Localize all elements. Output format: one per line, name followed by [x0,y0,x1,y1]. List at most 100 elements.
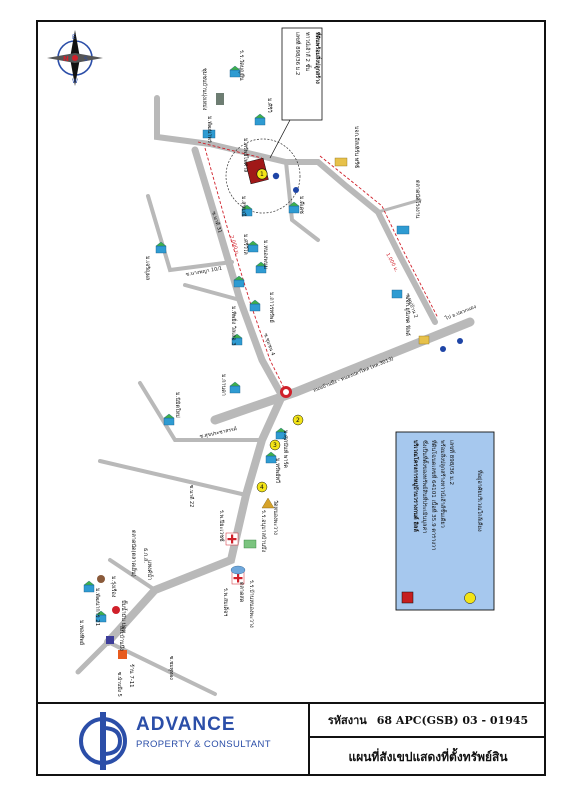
hospital-1-icon [225,532,239,546]
temple-icon [261,497,275,509]
road-main [210,317,475,425]
road-far-right [376,198,422,214]
label-hospital-1: ร.พ.ปิยะเวชช์ [218,510,225,542]
label-village-pattana: ม.พัฒนาพร [206,116,213,143]
marker-2: 2 [296,417,300,424]
road-soi-lower [138,381,264,442]
label-gas-company: บจก.อีสเทิร์น ทรีซ์ [353,126,360,168]
company-icon [334,157,348,167]
label-village-kan: ม.กานดา [220,374,226,396]
compass-e: E [72,34,76,41]
roundabout-icon [280,386,292,398]
legend-yellow-swatch [464,592,476,604]
market-icon [230,565,246,575]
label-police: สภ.บ้านบึง [118,626,125,651]
legend-box: บริเวณโครงการหมู่บ้านวรางกนต์ ฮิลล์ ซึ่ง… [395,431,495,611]
label-village-thongthip: ม.ทองทิพย์ [78,620,85,645]
property-callout: ที่ดินพร้อมสิ่งปลูกสร้าง ทาวน์เฮ้าส์ 2 ช… [269,27,323,159]
property-line-1: ที่ดินพร้อมสิ่งปลูกสร้าง [313,32,322,85]
label-school-bottom: ร.ร.บ้านหนองพะวาง [248,580,255,628]
school-icon [243,539,257,549]
label-village-charoen: ม.เจริญผล [144,256,151,280]
company-logo-icon [79,712,127,770]
label-school-top: ร.ร.วัดบุญยืน [238,50,245,81]
label-road-soi-lower: ซ.สุขประชาสรรค์ [199,425,238,440]
title-block: ADVANCE PROPERTY & CONSULTANT รหัสงาน 68… [36,702,546,776]
company-name: ADVANCE [136,714,236,735]
property-radius-circle [225,138,301,214]
label-community: ชุมชนบ้านบุ่งเหม่ง [201,68,208,111]
seven-eleven-icon [118,650,127,659]
legend-red-line-2: ซึ่งเป็นที่ตั้งของทรัพย์สินที่ประเมินมูล… [421,440,429,534]
company-brand: ADVANCE PROPERTY & CONSULTANT [136,714,271,750]
label-road-soi-top: ซ.นาดี 31 [210,210,224,233]
label-village-dech: ม.ดีเดช [298,196,305,214]
marker-4: 4 [260,484,264,491]
logo-cell: ADVANCE PROPERTY & CONSULTANT [36,702,308,776]
label-village-thip: ม.ทิพยิ่ง วิลเลจ 3 [230,306,238,346]
road-left-west [108,558,157,592]
label-village-sri: ม.ศรีวิไล [242,234,249,255]
job-label: รหัสงาน [327,714,367,727]
label-water-tank: แทงค์น้ำ [146,560,154,580]
label-supermarket: ตลาดนัดโรงงาน [414,180,421,219]
hospital-icons [225,532,245,585]
label-village-rung: ม.รุ่งเรือง [110,576,117,598]
legend-red-line-5: เลขที่ 898/36 ม.2 [448,440,456,485]
label-company-right: บจก.ยูนิเทค ฟิลด์ [404,296,411,336]
road-right-loop [283,159,438,325]
distance-1: 2.000 ม. [228,235,240,257]
label-village-nimit: ม.นิมิตใหม่ [174,392,182,418]
compass-w: W [72,78,78,85]
road-soi-mid [146,194,234,273]
label-village-prop: ม.ทรัพย์ไพศาล [242,138,249,172]
marker-1-on-property: 1 [260,171,264,178]
property-line-2: ทาวน์เฮ้าส์ 2 ชั้น [304,32,312,71]
label-hospital-2: ร.พ.สมเด็จฯ [222,588,230,616]
tank-icon [97,575,105,583]
info-cell: รหัสงาน 68 APC(GSB) 03 - 01945 แผนที่สัง… [308,702,546,776]
compass-s: S [84,56,88,63]
label-road-soi-right: ซ.ชุมชน 4 [262,333,276,357]
road-main-south [104,392,286,646]
road-top-east [207,141,289,165]
marker-3: 3 [273,442,277,449]
label-mosque: ตลาดนัด(ตลาดเย็น) [130,530,138,577]
company-subtitle: PROPERTY & CONSULTANT [136,739,271,750]
numbered-markers: 2 3 4 [256,414,304,493]
compass-n: N [63,55,69,63]
label-village-bottom: ม.พัฒนาการ 21 [94,588,101,626]
label-school-mid: ร.ร.อนุบาลบ้านบึง [260,510,267,552]
map-title: แผนที่สังเขปแสดงที่ตั้งทรัพย์สิน [348,749,508,764]
label-temple: วัดหนองพะวาง [272,500,279,535]
property-line-3: เลขที่ 898/36 ม.2 [294,32,302,75]
label-fuel: ปั๊มน้ำมัน ปตท. [120,600,128,635]
label-road-soi-22: ซ.นาดี 22 [188,485,195,507]
label-road-soi-bottom: ซ.บ้านบึง 5 [116,672,123,697]
legend-red-line-4: พร้อมสิ่งปลูกสร้างทาวน์เฮ้าส์ชั้นเดียว [439,440,447,528]
label-village-sap: ม.ทรัพย์ทวี [274,458,281,483]
community-icon [216,93,224,105]
gas-station-icon [112,606,120,614]
road-right-spur [284,160,320,242]
road-network [75,95,475,696]
job-code: 68 APC(GSB) 03 - 01945 [376,713,529,727]
legend-red-swatch [401,591,414,604]
job-row: รหัสงาน 68 APC(GSB) 03 - 01945 [310,704,546,738]
legend-yellow-label: ที่อยู่อาศัยบริเวณใกล้เคียง [476,470,484,532]
road-northwest [154,95,213,147]
label-village-top: ม.ศิริวิ [266,98,273,113]
label-road-main: ถนนบ้านบึง - หนองปลาไหล (ทล.3013) [312,355,395,394]
village-icons [83,65,410,623]
distance-labels: 2.000 ม. 1.000 ม. [228,235,399,274]
company-right-icon [418,335,430,345]
label-bank: ธ.ก.ส. [142,548,149,563]
label-village-sukmanee: ม.สุขมณี [240,196,247,217]
label-seven: ร้าน 7-11 [128,664,135,688]
road-soi-10 [183,283,242,302]
police-icon [106,636,114,644]
property-building-icon: 1 [245,157,280,185]
route-line [197,141,439,395]
location-pins [293,187,463,352]
